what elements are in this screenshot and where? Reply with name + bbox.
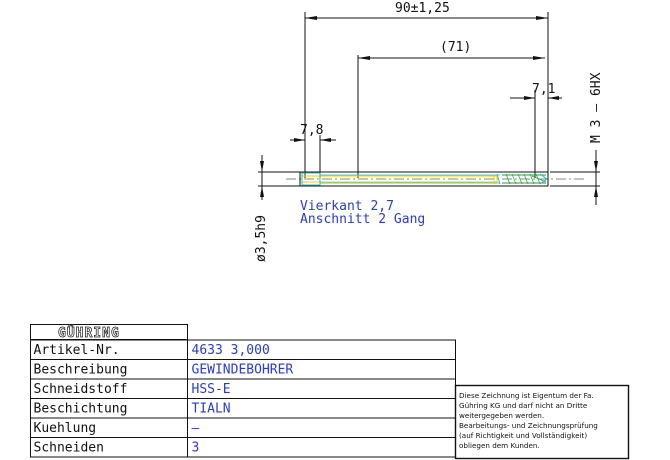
note-chamfer: Anschnitt 2 Gang (300, 212, 425, 227)
title-block-label: Beschreibung (34, 363, 128, 378)
dim-square-length: 7,8 (290, 123, 336, 178)
title-block-value: 3 (192, 441, 200, 456)
title-block-value: — (192, 421, 200, 436)
dim-thread-size: M 3 – 6HX (550, 72, 604, 205)
disclaimer-line: (auf Richtigkeit und Vollständigkeit) (459, 431, 587, 440)
dim-shank-diameter-text: ø3,5h9 (254, 215, 269, 262)
title-block-value: HSS-E (192, 382, 231, 397)
tap-body (286, 171, 585, 187)
title-block-label: Artikel-Nr. (34, 343, 120, 358)
dim-shank-length-text: (71) (440, 40, 471, 55)
dim-square-length-text: 7,8 (300, 123, 323, 138)
title-block: GÜHRING Artikel-Nr. 4633 3,000Beschreibun… (30, 324, 630, 460)
brand-logo: GÜHRING (58, 325, 120, 341)
dim-total-length: 90±1,25 (304, 1, 549, 178)
title-block-value: TIALN (192, 402, 231, 417)
disclaimer-line: Diese Zeichnung ist Eigentum der Fa. (459, 391, 594, 400)
dim-thread-size-text: M 3 – 6HX (589, 72, 604, 143)
dim-shank-length: (71) (357, 40, 545, 178)
title-block-label: Kuehlung (34, 421, 97, 436)
disclaimer-line: obliegen dem Kunden. (459, 441, 540, 450)
title-block-label: Schneiden (34, 441, 104, 456)
disclaimer-line: weitergegeben werden. (459, 411, 544, 420)
dim-thread-length: 7,1 (510, 82, 562, 178)
title-block-label: Beschichtung (34, 402, 128, 417)
title-block-value: GEWINDEBOHRER (192, 363, 294, 378)
dim-total-length-text: 90±1,25 (395, 1, 450, 16)
disclaimer-line: Gühring KG und darf nicht an Dritte (459, 401, 588, 410)
disclaimer-box: Diese Zeichnung ist Eigentum der Fa.Gühr… (459, 391, 598, 450)
note-square: Vierkant 2,7 (300, 199, 394, 214)
title-block-label: Schneidstoff (34, 382, 128, 397)
disclaimer-line: Bearbeitungs- und Zeichnungsprüfung (459, 421, 598, 430)
title-block-value: 4633 3,000 (192, 343, 270, 358)
dim-shank-diameter: ø3,5h9 (254, 155, 305, 262)
dim-thread-length-text: 7,1 (532, 82, 555, 97)
